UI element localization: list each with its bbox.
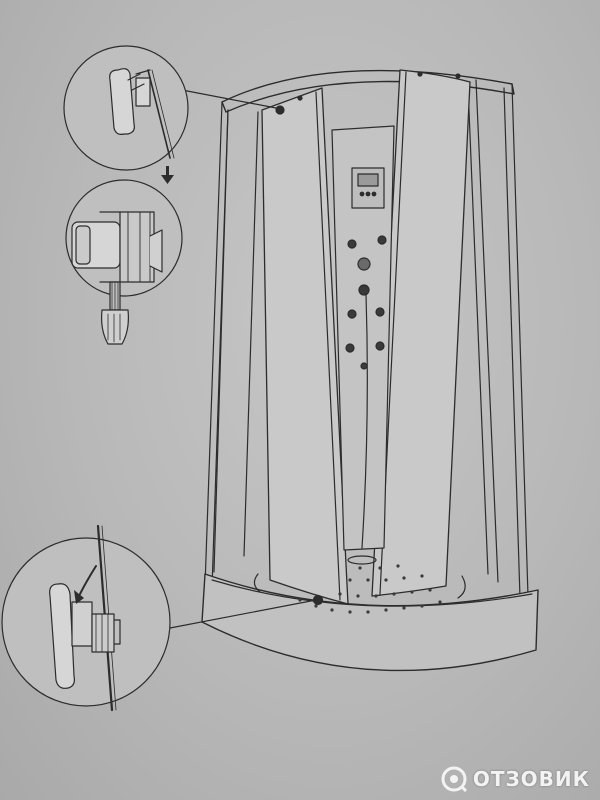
tray-texture — [298, 564, 442, 614]
tray-rim — [211, 579, 533, 607]
cabin-top-frame — [221, 69, 515, 113]
left-door-edge — [315, 91, 341, 601]
detail-circle-top-roller — [63, 45, 189, 171]
curved-arrow-icon — [74, 565, 97, 604]
detail-circle-adjust-screw — [65, 179, 183, 345]
shower-column — [331, 125, 395, 551]
back-wall-left — [213, 109, 259, 573]
detail-circle-bottom-roller — [1, 524, 171, 712]
cabin-left-post — [204, 101, 229, 589]
shower-cabin — [201, 69, 539, 672]
display-screen — [357, 173, 379, 187]
leader-line-bottom — [169, 599, 317, 629]
top-roller-left — [275, 105, 285, 115]
watermark: ОТЗОВИК — [441, 766, 590, 792]
massage-jets — [345, 235, 387, 370]
tray-hook-right — [457, 575, 466, 599]
arrow-down-icon — [161, 166, 174, 184]
shower-tray — [201, 573, 539, 672]
right-door-panel — [371, 69, 471, 597]
tray-hook-left — [253, 573, 261, 593]
watermark-text: ОТЗОВИК — [472, 767, 590, 791]
screwdriver-icon — [101, 281, 129, 345]
cabin-right-post — [503, 83, 529, 599]
otzovik-logo-icon — [441, 766, 467, 792]
leader-line-top — [181, 89, 277, 109]
back-wall-right — [467, 79, 499, 583]
drain — [347, 555, 377, 565]
shower-hose — [361, 293, 368, 549]
